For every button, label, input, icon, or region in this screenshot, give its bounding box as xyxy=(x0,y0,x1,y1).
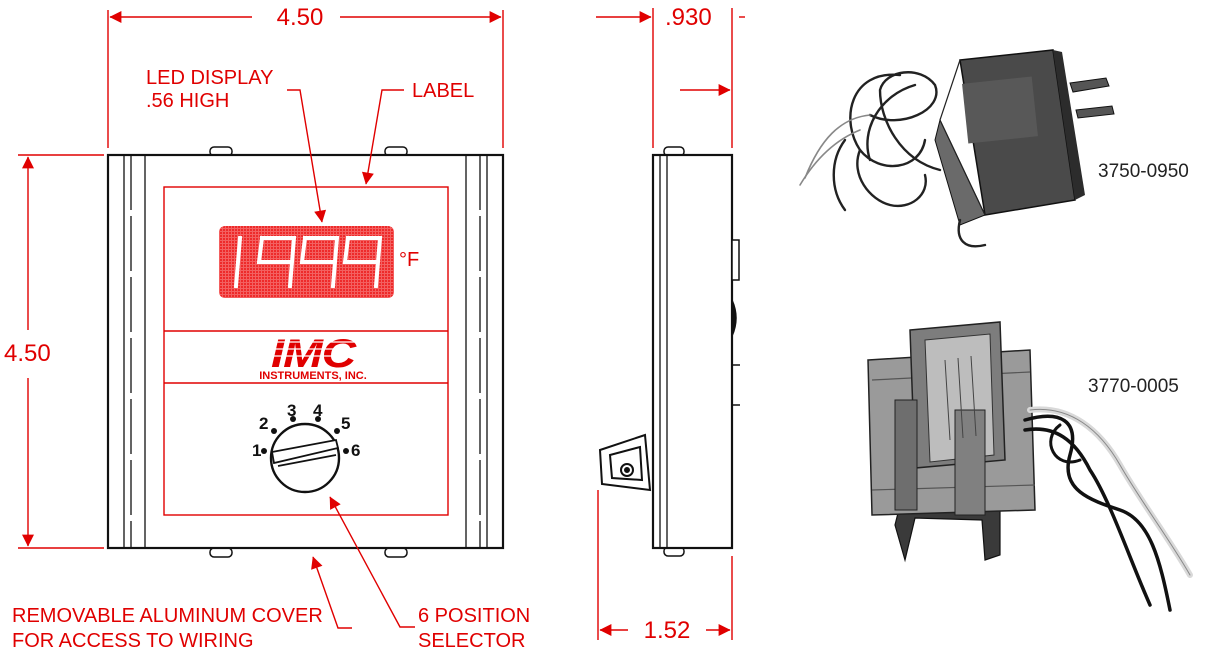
imc-logo: IMC INSTRUMENTS, INC. xyxy=(259,332,367,382)
selector-pos-4: 4 xyxy=(313,401,323,420)
imc-logo-subtitle: INSTRUMENTS, INC. xyxy=(259,370,367,382)
label-callout-text: LABEL xyxy=(412,80,474,102)
cover-callout: REMOVABLE ALUMINUM COVER FOR ACCESS TO W… xyxy=(12,556,352,652)
selector-dots xyxy=(261,416,349,454)
front-height-label: 4.50 xyxy=(4,340,51,367)
temperature-unit: °F xyxy=(399,249,419,271)
selector-position-labels: 1 2 3 4 5 6 xyxy=(252,401,360,460)
selector-pos-6: 6 xyxy=(351,441,360,460)
selector-callout: 6 POSITION SELECTOR xyxy=(329,496,530,652)
product-part-number-2: 3770-0005 xyxy=(1088,376,1179,397)
mounting-clamp xyxy=(598,433,652,492)
selector-knob[interactable] xyxy=(269,422,341,494)
side-view xyxy=(598,146,740,557)
cover-callout-line1: REMOVABLE ALUMINUM COVER xyxy=(12,605,323,627)
side-depth-bottom-label: 1.52 xyxy=(644,617,691,644)
led-callout-line1: LED DISPLAY xyxy=(146,67,273,89)
front-width-dimension xyxy=(107,10,504,148)
side-depth-top-dimension xyxy=(596,8,745,148)
selector-pos-2: 2 xyxy=(259,414,268,433)
front-height-dimension xyxy=(18,154,104,549)
front-view: 1999 °F IMC INSTRUMENTS, INC. xyxy=(106,146,505,558)
selector-pos-1: 1 xyxy=(252,441,261,460)
side-housing xyxy=(651,153,734,550)
front-width-label: 4.50 xyxy=(277,4,324,31)
wall-adapter-icon xyxy=(799,49,1115,248)
front-label-outline xyxy=(163,186,449,516)
imc-logo-mark: IMC xyxy=(271,332,358,376)
selector-pos-5: 5 xyxy=(341,414,350,433)
label-callout: LABEL xyxy=(361,80,474,185)
selector-callout-line1: 6 POSITION xyxy=(418,605,530,627)
side-depth-top-label: .930 xyxy=(665,4,712,31)
led-digits xyxy=(233,235,383,289)
selector-pos-3: 3 xyxy=(287,401,296,420)
selector-callout-line2: SELECTOR xyxy=(418,630,525,652)
cover-callout-line2: FOR ACCESS TO WIRING xyxy=(12,630,254,652)
transformer-icon xyxy=(867,321,1193,612)
product-part-number-1: 3750-0950 xyxy=(1098,161,1189,182)
led-display-callout: LED DISPLAY .56 HIGH xyxy=(146,67,327,223)
led-callout-line2: .56 HIGH xyxy=(146,90,229,112)
side-depth-bottom-dimension xyxy=(597,490,733,640)
